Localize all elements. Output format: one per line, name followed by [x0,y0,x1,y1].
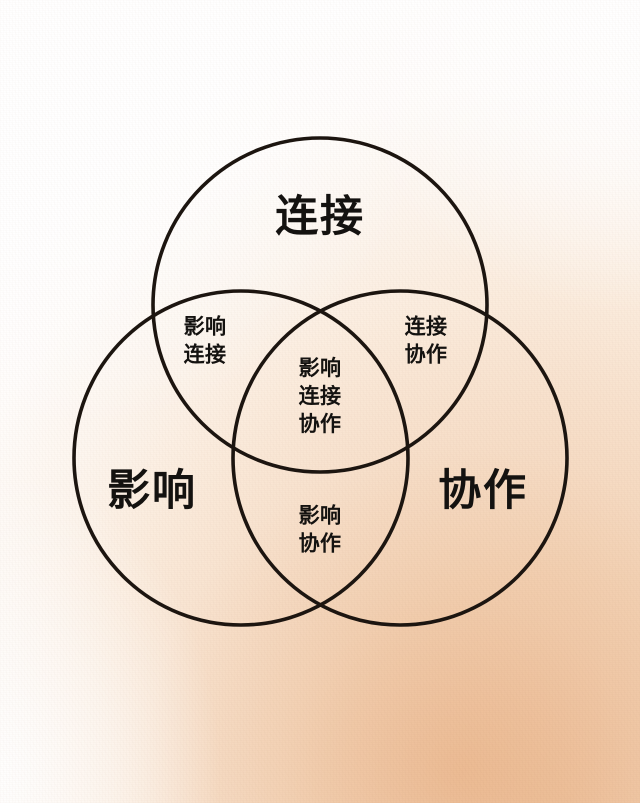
intersection-label-influence-collaborate: 影响 协作 [298,503,342,555]
circle-collaborate [231,289,569,627]
circle-influence [72,289,410,627]
set-label-influence: 影响 [107,468,197,516]
set-label-collaborate: 协作 [438,468,528,516]
intersection-label-connect-collaborate: 连接 协作 [404,314,448,366]
intersection-label-all-three: 影响 连接 协作 [298,355,342,437]
intersection-label-influence-connect: 影响 连接 [183,314,227,366]
circle-connect [151,136,489,474]
set-label-connect: 连接 [275,194,365,242]
